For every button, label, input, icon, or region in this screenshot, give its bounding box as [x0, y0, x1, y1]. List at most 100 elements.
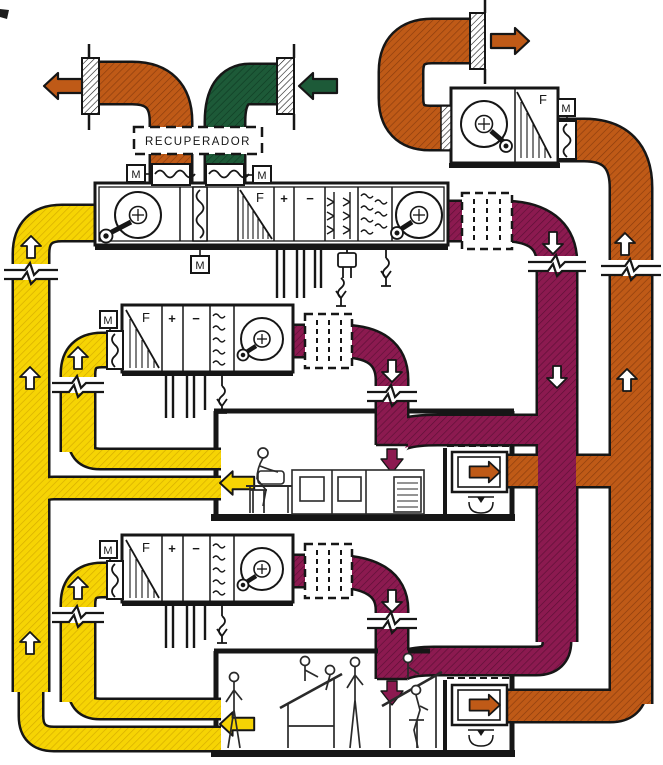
- return-branch-middle-room: [21, 478, 221, 515]
- heating-coil-label: +: [168, 311, 176, 326]
- exhaust-unit-damper-icon: [557, 120, 577, 160]
- louvre-grille-icon: [81, 57, 100, 115]
- mixing-dampers: M M: [126, 163, 272, 186]
- return-trunk-bottom-elbow: [20, 686, 221, 750]
- fan-icon: [236, 317, 284, 362]
- humidifier-icon: [212, 313, 226, 366]
- scan-artifact: [0, 9, 9, 19]
- filter-section: F: [239, 189, 273, 240]
- fresh-air-duct: [206, 65, 279, 186]
- exhaust-louvre-roof: [469, 0, 487, 84]
- motor-label: M: [103, 315, 112, 327]
- floor-break-icon: [528, 252, 586, 279]
- filter-section: F: [125, 539, 160, 599]
- return-grille-arrow: [219, 470, 256, 496]
- toilet-icon: [468, 729, 494, 747]
- filter-section: F: [516, 91, 552, 159]
- drain-icon: [216, 606, 228, 644]
- toilet-closet: [443, 677, 510, 750]
- floor-break-icon: [367, 382, 417, 409]
- drafting-office-figures: [225, 652, 443, 749]
- cooling-coil-label: −: [192, 541, 200, 556]
- exhaust-out-arrow: [489, 26, 531, 56]
- heat-recovery-unit: RECUPERADOR: [132, 125, 264, 156]
- supply-fan-icon: [390, 191, 443, 240]
- drain-icon: [216, 376, 228, 414]
- return-fan-icon: [98, 191, 162, 244]
- filter-label: F: [256, 190, 264, 205]
- supply-branch-middle-room: [378, 416, 564, 450]
- floor-break-icon: [52, 373, 104, 400]
- recuperator-label: RECUPERADOR: [145, 136, 251, 148]
- inlet-damper-icon: [106, 330, 124, 370]
- exhaust-fan-icon: [460, 100, 513, 153]
- office-equipment: [246, 469, 425, 515]
- exhaust-unit-motor: M: [557, 98, 576, 121]
- floor-break-symbols: [4, 252, 661, 636]
- cooling-coil-label: −: [192, 311, 200, 326]
- damper-motor-right: M: [252, 165, 272, 184]
- floor-break-icon: [601, 256, 661, 283]
- sound-attenuators: [303, 191, 514, 600]
- fresh-air-damper-icon: [205, 163, 250, 186]
- middle-room: [211, 408, 515, 521]
- steam-connection-icon: [335, 245, 357, 307]
- motor-label: M: [103, 545, 112, 557]
- heating-coil-label: +: [280, 191, 288, 206]
- floor-break-icon: [4, 260, 58, 287]
- toilet-closet: [443, 445, 510, 514]
- floor-ahu-2: F + − M: [99, 303, 295, 418]
- toilet-icon: [468, 496, 494, 514]
- exhaust-riser: [556, 120, 651, 704]
- fresh-air-in-arrow: [297, 71, 339, 101]
- coil-pipes: [164, 606, 207, 648]
- filter-label: F: [142, 310, 150, 325]
- heating-coil-label: +: [168, 541, 176, 556]
- attenuator-main: [460, 191, 514, 251]
- recirculation-damper-icon: [192, 186, 208, 242]
- attenuator-ahu2: [303, 312, 354, 370]
- filter-label: F: [142, 540, 150, 555]
- inlet-damper-motor: M: [99, 540, 118, 562]
- floor-break-icon: [52, 603, 104, 630]
- roof-exhaust-fan-unit: F M: [440, 86, 577, 168]
- coil-pipes: [164, 376, 207, 418]
- exhaust-outlet-duct-roof: [380, 20, 472, 149]
- exhaust-branch-floor1: [505, 684, 646, 721]
- exhaust-out-arrow: [42, 71, 84, 101]
- exhaust-damper-icon: [151, 163, 196, 186]
- cooling-coil-label: −: [306, 191, 314, 206]
- louvre-grille-icon: [469, 12, 486, 70]
- return-branch-floor1: [69, 685, 221, 718]
- seated-person: [250, 447, 279, 513]
- motor-label: M: [195, 260, 204, 272]
- main-air-handling-unit: F + − M: [93, 181, 450, 307]
- duct-end-caps: [376, 443, 408, 681]
- floor-slab: [211, 514, 515, 521]
- coil-pipes: [275, 245, 323, 298]
- fresh-air-intake-duct: [206, 65, 279, 186]
- outdoor-louvres: [42, 0, 531, 130]
- damper-motor-left: M: [126, 164, 146, 183]
- floor-ahu-3: F + − M: [99, 533, 295, 648]
- fan-icon: [236, 547, 284, 592]
- inlet-damper-icon: [106, 560, 124, 600]
- supply-air-ducts: [291, 202, 576, 681]
- filter-label: F: [539, 92, 547, 107]
- humidifier-spray-icon: [326, 192, 351, 239]
- inlet-damper-motor: M: [99, 310, 118, 332]
- filter-section: F: [125, 309, 160, 369]
- damper-motor-main: M: [190, 245, 210, 274]
- inlet-connector: [440, 105, 452, 151]
- room-walls: [213, 648, 515, 752]
- eliminator-icon: [360, 193, 388, 235]
- attenuator-ahu3: [303, 542, 354, 600]
- drain-icon: [380, 245, 392, 287]
- exhaust-louvre-left: [81, 44, 100, 130]
- louvre-grille-icon: [276, 57, 295, 115]
- exhaust-outlet-duct-left: [100, 63, 191, 186]
- floor-break-icon: [367, 609, 417, 636]
- room-walls: [213, 408, 515, 516]
- bottom-room: [211, 648, 515, 757]
